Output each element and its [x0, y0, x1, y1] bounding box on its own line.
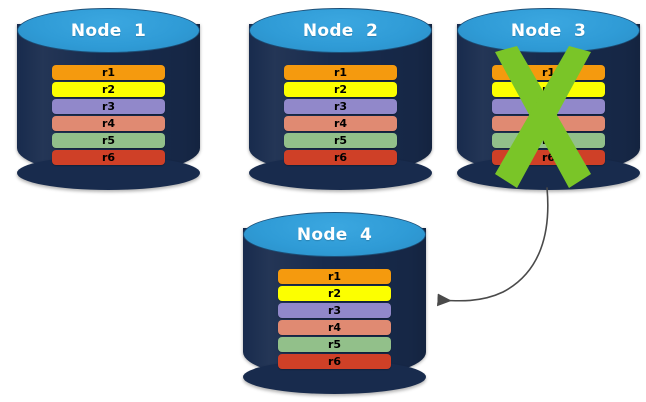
replica-r5[interactable]: r5 — [284, 133, 397, 148]
replica-r1[interactable]: r1 — [284, 65, 397, 80]
node-2-cylinder-top: Node 2 — [249, 8, 432, 53]
replica-r4[interactable]: r4 — [278, 320, 391, 335]
replica-r3[interactable]: r3 — [278, 303, 391, 318]
node-1-cylinder-top: Node 1 — [17, 8, 200, 53]
replica-r5[interactable]: r5 — [52, 133, 165, 148]
node-2-replica-stack: r1 r2 r3 r4 r5 r6 — [284, 65, 397, 167]
replica-r5[interactable]: r5 — [492, 133, 605, 148]
replica-r6[interactable]: r6 — [52, 150, 165, 165]
node-3-replica-stack: r1 r2 r3 r4 r5 r6 — [492, 65, 605, 167]
node-4-label: Node 4 — [296, 224, 373, 245]
node-2[interactable]: Node 2 r1 r2 r3 r4 r5 r6 — [249, 8, 432, 190]
node-1[interactable]: Node 1 r1 r2 r3 r4 r5 r6 — [17, 8, 200, 190]
replica-r4[interactable]: r4 — [52, 116, 165, 131]
replica-r5[interactable]: r5 — [278, 337, 391, 352]
replica-r3[interactable]: r3 — [284, 99, 397, 114]
replica-r2[interactable]: r2 — [52, 82, 165, 97]
node-3[interactable]: Node 3 r1 r2 r3 r4 r5 r6 — [457, 8, 640, 190]
replica-r6[interactable]: r6 — [284, 150, 397, 165]
replica-r4[interactable]: r4 — [492, 116, 605, 131]
replica-r6[interactable]: r6 — [278, 354, 391, 369]
replication-arrow-path — [437, 187, 549, 307]
node-3-label: Node 3 — [510, 20, 587, 41]
node-3-cylinder-top: Node 3 — [457, 8, 640, 53]
replica-r1[interactable]: r1 — [492, 65, 605, 80]
node-4-cylinder-top: Node 4 — [243, 212, 426, 257]
replica-r1[interactable]: r1 — [278, 269, 391, 284]
replica-r4[interactable]: r4 — [284, 116, 397, 131]
replica-r3[interactable]: r3 — [52, 99, 165, 114]
replica-r3[interactable]: r3 — [492, 99, 605, 114]
node-1-replica-stack: r1 r2 r3 r4 r5 r6 — [52, 65, 165, 167]
replica-r2[interactable]: r2 — [278, 286, 391, 301]
node-4-replica-stack: r1 r2 r3 r4 r5 r6 — [278, 269, 391, 371]
replica-r2[interactable]: r2 — [492, 82, 605, 97]
node-1-label: Node 1 — [70, 20, 147, 41]
replica-r1[interactable]: r1 — [52, 65, 165, 80]
node-2-label: Node 2 — [302, 20, 379, 41]
replica-r2[interactable]: r2 — [284, 82, 397, 97]
replica-r6[interactable]: r6 — [492, 150, 605, 165]
node-4[interactable]: Node 4 r1 r2 r3 r4 r5 r6 — [243, 212, 426, 394]
